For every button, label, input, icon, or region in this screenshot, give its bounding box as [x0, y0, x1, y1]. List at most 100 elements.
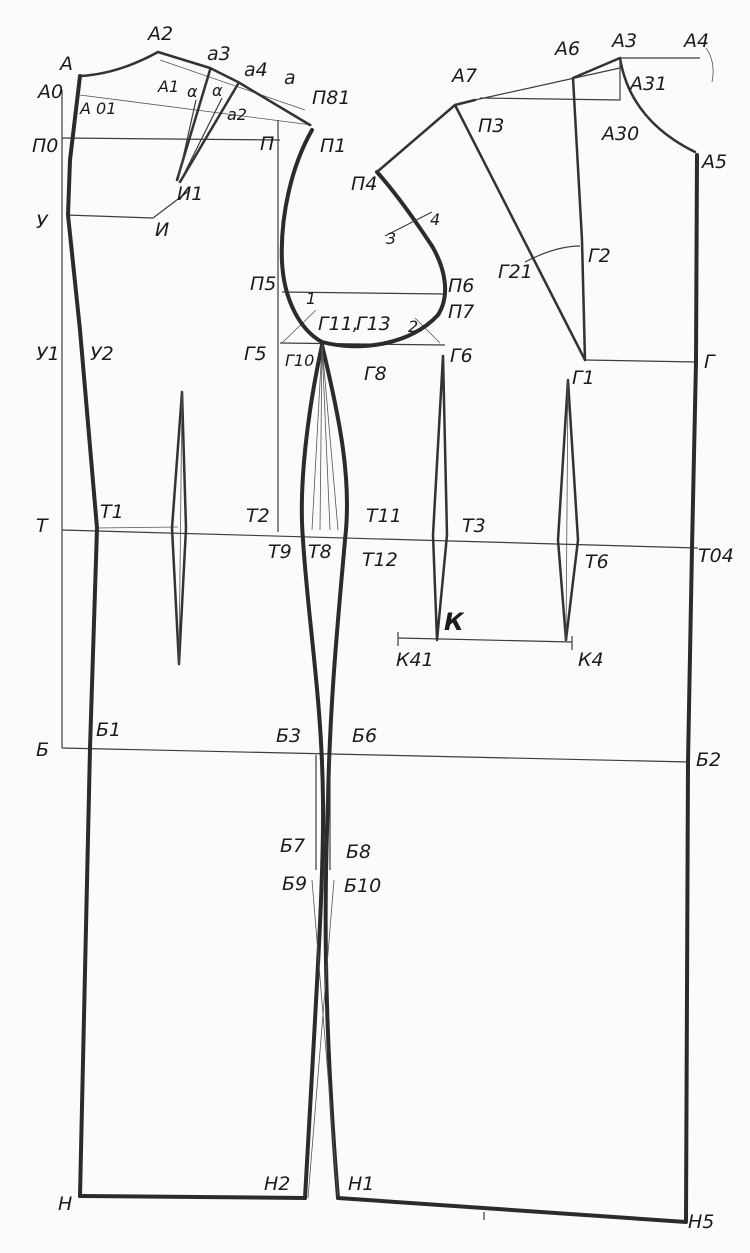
pocket-line — [397, 637, 573, 643]
label-t9: Т9 — [268, 541, 292, 563]
front-panel — [66, 50, 312, 1200]
label-b8: Б8 — [346, 841, 371, 863]
chest-dart-right — [178, 82, 240, 184]
side-panel-inner — [571, 76, 587, 362]
label-p5: П5 — [250, 273, 276, 295]
label-g13: Г13 — [356, 313, 391, 335]
front-neckline — [78, 50, 160, 78]
label-num-3: 3 — [386, 229, 396, 248]
label-u1: У1 — [36, 343, 60, 365]
label-b10: Б10 — [344, 875, 381, 897]
side-panel-diagonal — [453, 103, 587, 362]
label-num-2: 2 — [408, 317, 418, 336]
front-shoulder-line — [156, 50, 312, 127]
back-waist-dart-center — [565, 379, 569, 641]
label-p: П — [260, 133, 274, 155]
side-cross-2 — [307, 879, 335, 1199]
label-a7: А7 — [450, 65, 477, 87]
label-p7: П7 — [448, 301, 474, 323]
armhole-diagonal-left — [281, 309, 317, 344]
label-alpha-2: α — [212, 81, 223, 100]
front-side-seam — [299, 343, 326, 1200]
label-alpha-1: α — [187, 82, 198, 101]
label-a: А — [58, 53, 73, 75]
construction-lines — [61, 47, 714, 763]
label-k41: К41 — [396, 649, 434, 671]
dart-guide-2 — [159, 59, 306, 111]
label-h: Н — [58, 1193, 72, 1215]
chest-line-g5-g6 — [279, 342, 446, 346]
label-a6: А6 — [553, 38, 580, 60]
front-waist-dart — [170, 390, 188, 666]
label-a0: А0 — [36, 81, 63, 103]
label-t2: Т2 — [246, 505, 270, 527]
front-waist-dart-center — [178, 391, 183, 665]
armhole — [279, 128, 448, 349]
label-u: У — [36, 211, 49, 233]
label-a31: А31 — [628, 73, 667, 95]
label-t1: Т1 — [100, 501, 124, 523]
armhole-bottom-curve — [320, 244, 448, 349]
label-p3: П3 — [478, 115, 504, 137]
back-side-seam — [320, 343, 350, 1200]
label-b9: Б9 — [282, 873, 307, 895]
hip-line — [61, 747, 691, 763]
t1-dart-guide — [96, 526, 179, 529]
label-a01: А 01 — [79, 99, 116, 118]
label-u2: У2 — [90, 343, 114, 365]
label-h2: Н2 — [264, 1173, 290, 1195]
label-t11: Т11 — [366, 505, 402, 527]
label-p1: П1 — [320, 135, 346, 157]
label-a4-back: А4 — [682, 30, 709, 52]
dart-guide-1 — [79, 94, 313, 126]
label-g21: Г21 — [498, 261, 533, 283]
label-h1: Н1 — [348, 1173, 374, 1195]
label-a3: а3 — [207, 43, 231, 65]
back-center-seam — [684, 153, 699, 1222]
side-panel-top — [375, 98, 477, 174]
label-b1: Б1 — [96, 719, 121, 741]
back-shoulder-line — [474, 67, 621, 101]
label-g8: Г8 — [364, 363, 387, 385]
label-k: К — [444, 608, 465, 636]
label-a2-small: а2 — [227, 105, 247, 124]
label-t6: Т6 — [585, 551, 609, 573]
label-g1: Г1 — [572, 367, 595, 389]
label-i1: И1 — [177, 183, 203, 205]
label-i: И — [155, 219, 169, 241]
label-g6: Г6 — [450, 345, 473, 367]
front-hem — [78, 1194, 307, 1200]
label-b2: Б2 — [696, 749, 721, 771]
label-t04: Т04 — [698, 545, 734, 567]
label-num-4: 4 — [430, 210, 440, 229]
label-p0: П0 — [32, 135, 58, 157]
armhole-diagonal-right — [414, 317, 441, 344]
label-a4: а4 — [244, 59, 268, 81]
side-guide-2 — [319, 344, 323, 531]
side-guide-4 — [321, 344, 339, 531]
label-t8: Т8 — [308, 541, 332, 563]
label-g5: Г5 — [244, 343, 267, 365]
label-b6: Б6 — [352, 725, 377, 747]
label-k4: К4 — [578, 649, 604, 671]
front-edge-line — [66, 74, 99, 1198]
neck-depth-line — [65, 189, 191, 219]
label-h5: Н5 — [688, 1211, 714, 1233]
front-armhole-curve — [279, 128, 324, 344]
label-g10: Г10 — [285, 351, 314, 370]
armhole-mid-line — [281, 291, 446, 295]
side-seams — [299, 343, 350, 1200]
label-a5: А5 — [700, 151, 727, 173]
label-a30: А30 — [600, 123, 639, 145]
label-a2: А2 — [146, 23, 173, 45]
label-p81: П81 — [312, 87, 350, 109]
label-num-1: 1 — [306, 289, 316, 308]
side-panel — [375, 76, 587, 642]
chest-line-g1-g — [584, 359, 698, 363]
label-g: Г — [704, 351, 716, 373]
chest-top-line — [61, 137, 281, 141]
back-hem — [336, 1196, 688, 1224]
back-armhole-curve — [375, 170, 434, 248]
